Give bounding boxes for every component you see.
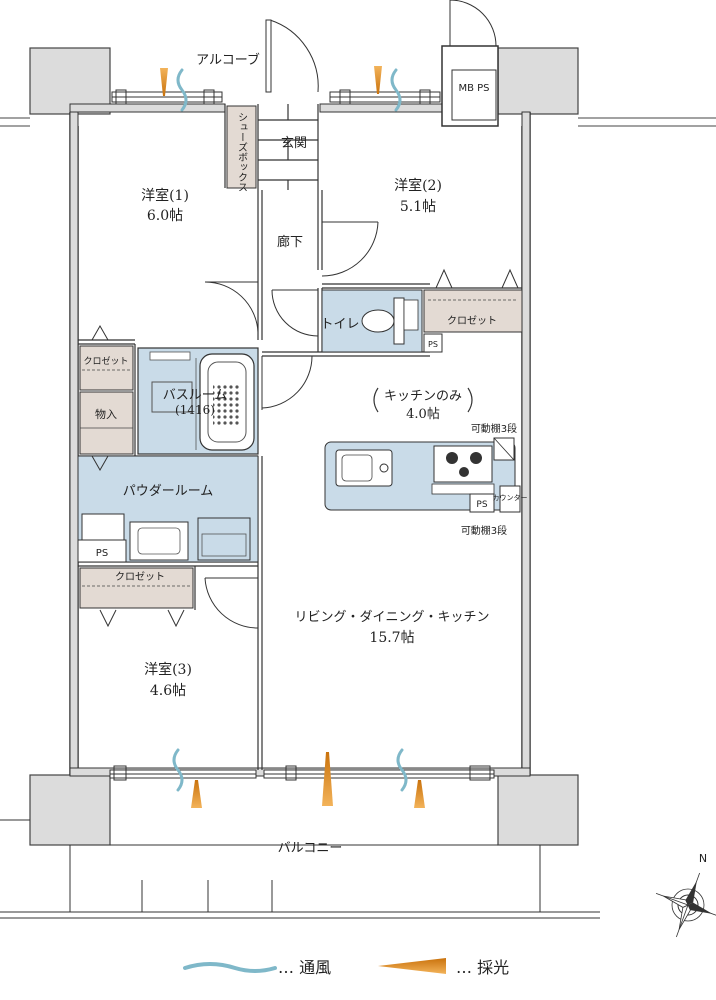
western1-size: 6.0帖: [147, 208, 183, 224]
washbasin-bowl: [137, 527, 181, 555]
ps-box-toilet: [423, 333, 443, 353]
washing-machine-inner: [201, 533, 247, 557]
mbps-door-swing: [449, 0, 497, 47]
daylight-markers: [160, 66, 425, 808]
ps-box-powder: [77, 539, 127, 563]
ldk-size: 15.7帖: [369, 630, 414, 646]
powder-room-label: パウダールーム: [123, 484, 214, 499]
side-wall-right: [578, 117, 716, 127]
closet-western3-label: クロゼット: [115, 571, 165, 583]
shelf-upper-diag: [493, 437, 515, 461]
corridor-label: 廊下: [277, 234, 303, 250]
kitchen-note-bracket-left: [373, 387, 379, 413]
column-top-right: [497, 47, 579, 115]
kitchen-sink-bowl: [341, 454, 373, 482]
genkan-label: 玄関: [281, 136, 307, 151]
closet-western2-label: クロゼット: [447, 315, 497, 327]
burner-1: [446, 452, 458, 464]
top-window-left: [111, 89, 223, 105]
mbps-inner: [451, 69, 497, 121]
kitchen-sink: [335, 449, 393, 487]
ps-box-kitchen: [469, 493, 495, 513]
interior-doors: [91, 221, 519, 629]
top-window-right: [329, 89, 441, 105]
western3-size: 4.6帖: [150, 683, 186, 699]
top-wall-left: [69, 103, 226, 113]
balcony-outline: [0, 819, 600, 919]
entry-door-swing: [269, 19, 319, 93]
burner-3: [459, 467, 469, 477]
shoebox-label: シューズボックス: [236, 112, 248, 192]
outer-wall-fill-left: [69, 111, 79, 773]
bath-fixture-top: [149, 351, 191, 361]
top-wall-right: [319, 103, 443, 113]
toilet-bowl: [361, 309, 395, 333]
shelf-label-upper: 可動棚3段: [471, 422, 517, 435]
ldk-name: リビング・ダイニング・キッチン: [294, 610, 489, 625]
kitchen-size: 4.0帖: [406, 407, 440, 422]
bath-wash-area: [151, 381, 193, 413]
column-bottom-left: [29, 774, 111, 846]
storage-label: 物入: [95, 407, 117, 421]
ventilation-markers: [172, 68, 408, 792]
ps-label-kitchen: PS: [476, 500, 487, 510]
side-wall-left: [0, 117, 30, 821]
legend-ventilation-swatch: [183, 962, 277, 973]
bathtub-drain-grid: [213, 384, 241, 426]
outer-wall-fill-right: [521, 111, 531, 773]
powder-storage: [81, 513, 125, 541]
closet-western1: [79, 345, 134, 391]
bottom-window-right: [263, 765, 495, 781]
western3-name: 洋室(3): [144, 661, 192, 678]
legend-daylight-swatch: [378, 958, 446, 974]
ps-label-powder: PS: [96, 548, 108, 559]
legend-daylight-label: … 採光: [456, 958, 509, 977]
counter-box: [499, 485, 521, 513]
kitchen-note-bracket-right: [467, 387, 473, 413]
closet-western2: [423, 289, 523, 333]
kitchen-faucet: [379, 463, 389, 473]
bathroom-size: (1416): [175, 403, 215, 417]
kitchen-note: キッチンのみ: [384, 389, 462, 404]
counter-label: カウンター: [493, 493, 528, 502]
closet-western1-label: クロゼット: [83, 355, 128, 367]
western2-size: 5.1帖: [400, 199, 436, 215]
toilet-label: トイレ: [320, 317, 359, 332]
shoebox-area: [226, 105, 257, 189]
kitchen-back-counter: [431, 483, 495, 495]
compass-rose: [655, 872, 716, 938]
bathroom-name: バスルーム: [163, 388, 228, 403]
alcove-label: アルコーブ: [196, 52, 260, 68]
entry-door: [265, 19, 272, 93]
compass-north-label: N: [699, 852, 707, 865]
western1-name: 洋室(1): [141, 187, 189, 204]
closet-western3: [79, 567, 194, 609]
balcony-label: バルコニー: [278, 841, 343, 856]
column-top-left: [29, 47, 111, 115]
legend-ventilation-label: … 通風: [278, 958, 331, 977]
toilet-bowl-tank: [393, 297, 405, 345]
western2-name: 洋室(2): [394, 177, 442, 194]
column-bottom-right: [497, 774, 579, 846]
storage-area: [79, 391, 134, 455]
burner-2: [470, 452, 482, 464]
washing-machine-space: [197, 517, 251, 561]
shelf-label-lower: 可動棚3段: [461, 524, 507, 537]
ps-label-toilet: PS: [428, 340, 438, 349]
toilet-sink: [403, 299, 419, 331]
mbps-label: MB PS: [458, 83, 489, 94]
